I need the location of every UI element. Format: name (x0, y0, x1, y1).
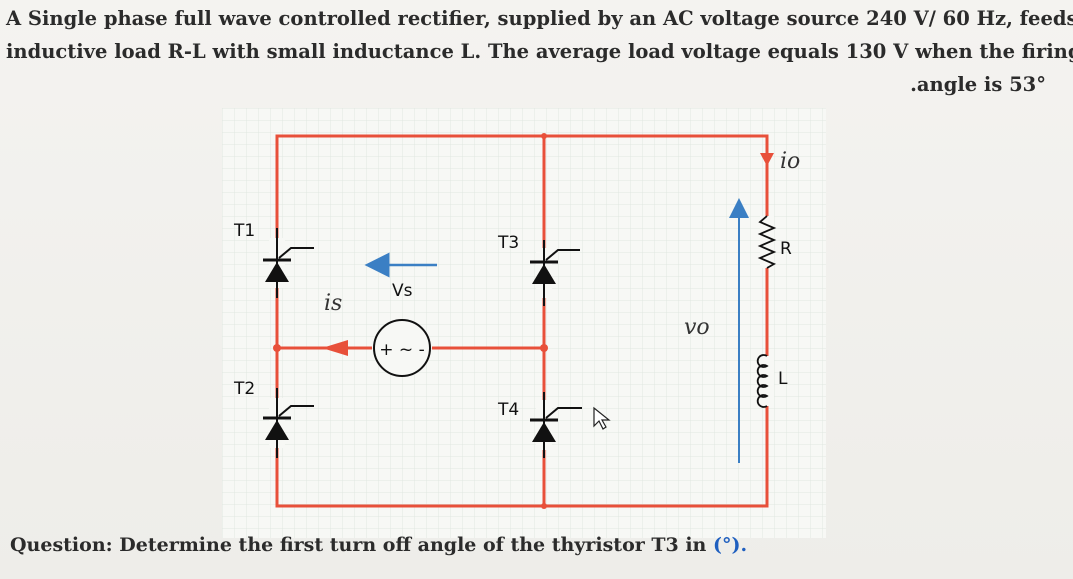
inductor-l (756, 354, 774, 408)
thyristor-t3 (530, 240, 580, 306)
label-t2: T2 (233, 379, 255, 399)
ac-source: + ~ - (373, 319, 431, 377)
label-is: is (324, 291, 342, 316)
label-vo: vo (684, 315, 710, 340)
thyristor-t1 (263, 228, 314, 298)
problem-line-1: A Single phase full wave controlled rect… (6, 7, 1073, 30)
thyristor-t4 (530, 392, 582, 458)
label-t4: T4 (497, 400, 519, 420)
thyristor-t2 (263, 388, 314, 458)
grid-lines (222, 108, 826, 538)
question-text: Question: Determine the first turn off a… (10, 534, 707, 556)
source-polarity-label: + ~ - (379, 340, 424, 360)
label-t1: T1 (233, 221, 255, 241)
label-vs: Vs (392, 281, 413, 301)
problem-line-2: inductive load R-L with small inductance… (6, 40, 1073, 63)
label-io: io (780, 149, 800, 174)
label-l: L (778, 369, 788, 389)
resistor-r (757, 215, 777, 269)
problem-statement: A Single phase full wave controlled rect… (6, 2, 1073, 101)
junction-dots (273, 133, 548, 509)
io-current-arrow (760, 153, 774, 166)
circuit-diagram: + ~ - T1 T2 T3 T4 Vs is vo (222, 108, 826, 538)
is-current-arrow (322, 340, 348, 356)
label-r: R (780, 239, 792, 259)
question-unit: (°). (713, 534, 748, 556)
label-t3: T3 (497, 233, 519, 253)
circuit-figure: + ~ - T1 T2 T3 T4 Vs is vo (222, 108, 826, 538)
question: Question: Determine the first turn off a… (10, 534, 747, 556)
outer-wire-loop (275, 134, 769, 508)
cursor-icon (593, 406, 611, 430)
problem-line-3: .angle is 53° (910, 73, 1046, 96)
